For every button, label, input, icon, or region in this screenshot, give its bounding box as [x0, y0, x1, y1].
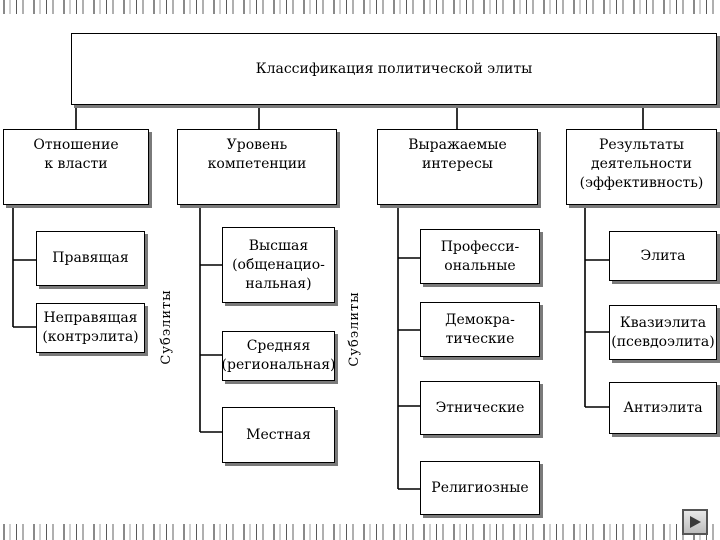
- next-slide-button[interactable]: [682, 509, 708, 535]
- elite-type-middle: Средняя (региональная): [222, 331, 335, 381]
- category-label: Уровень компетенции: [207, 137, 307, 172]
- elite-type-label: Религиозные: [431, 479, 529, 496]
- elite-type-ruling: Правящая: [36, 231, 145, 286]
- elite-type-label: Неправящая (контрэлита): [42, 310, 139, 345]
- elite-type-elite: Элита: [609, 231, 717, 281]
- elite-type-democratic: Демокра- тические: [420, 302, 540, 357]
- subelites-label-col1: Субэлиты: [159, 289, 174, 365]
- category-header-power-relation: Отношение к власти: [3, 129, 149, 205]
- subelites-label-col2: Субэлиты: [347, 291, 362, 367]
- bottom-decorative-stripe: [0, 524, 720, 540]
- elite-type-non-ruling: Неправящая (контрэлита): [36, 303, 145, 353]
- category-label: Результаты деятельности (эффективность): [579, 137, 704, 191]
- category-header-competence-level: Уровень компетенции: [177, 129, 337, 205]
- elite-type-label: Средняя (региональная): [221, 338, 336, 373]
- elite-type-professional: Професси- ональные: [420, 229, 540, 284]
- top-decorative-stripe: [0, 0, 720, 14]
- elite-type-label: Этнические: [435, 399, 525, 416]
- elite-type-label: Правящая: [52, 250, 129, 266]
- category-label: Выражаемые интересы: [408, 137, 507, 172]
- elite-type-label: Высшая (общенацио- нальная): [232, 237, 325, 292]
- elite-type-quasi-elite: Квазиэлита (псевдоэлита): [609, 305, 717, 360]
- elite-type-label: Демокра- тические: [445, 311, 515, 347]
- category-header-results: Результаты деятельности (эффективность): [566, 129, 717, 205]
- elite-type-highest: Высшая (общенацио- нальная): [222, 227, 335, 303]
- category-label: Отношение к власти: [33, 137, 119, 172]
- elite-type-anti-elite: Антиэлита: [609, 382, 717, 434]
- elite-type-religious: Религиозные: [420, 461, 540, 515]
- diagram-title: Классификация политической элиты: [255, 60, 533, 77]
- elite-type-local: Местная: [222, 407, 335, 463]
- elite-type-label: Местная: [246, 426, 311, 443]
- elite-type-label: Элита: [640, 247, 686, 264]
- play-next-icon: [690, 516, 701, 528]
- elite-type-label: Професси- ональные: [440, 238, 520, 274]
- elite-type-label: Квазиэлита (псевдоэлита): [611, 314, 715, 350]
- category-header-expressed-interests: Выражаемые интересы: [377, 129, 538, 205]
- diagram-title-box: Классификация политической элиты: [71, 33, 717, 105]
- elite-type-ethnic: Этнические: [420, 381, 540, 435]
- elite-type-label: Антиэлита: [623, 399, 703, 416]
